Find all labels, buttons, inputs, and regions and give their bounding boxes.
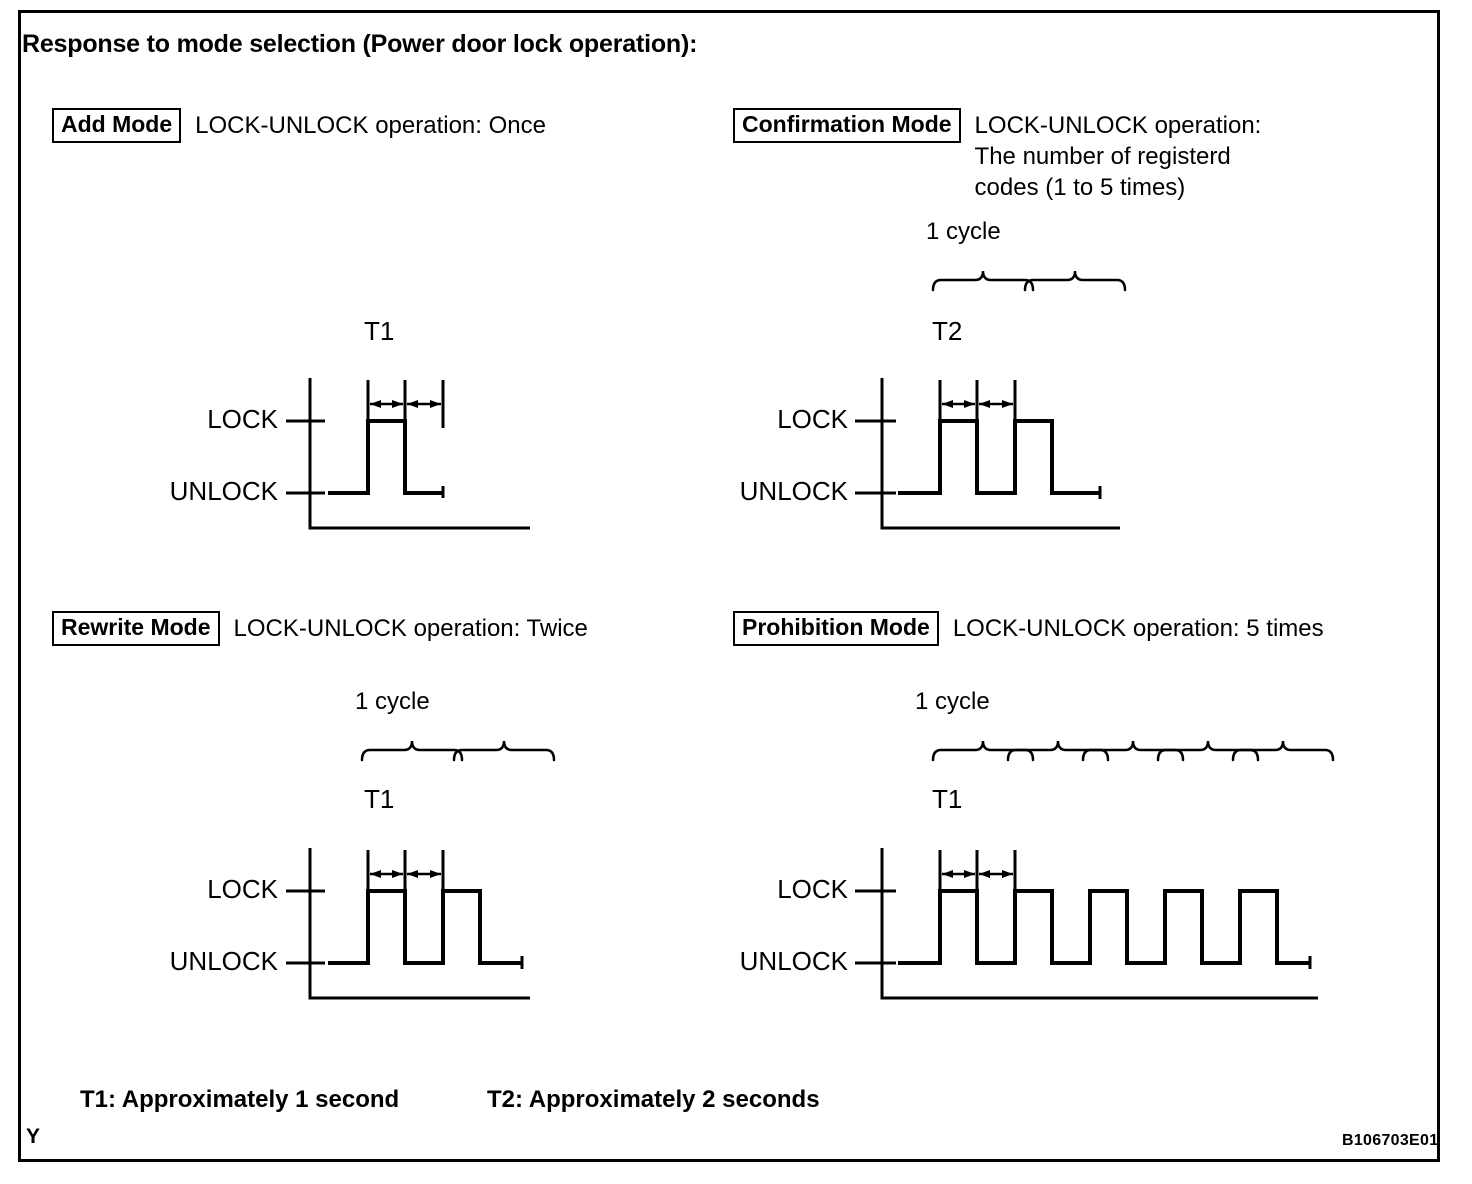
waveform-chart-add: T1 LOCK UNLOCK [140, 300, 540, 550]
cycle-label-confirmation: 1 cycle [926, 218, 1001, 245]
axis-label-unlock-prohibition: UNLOCK [739, 946, 848, 976]
mode-description-add: LOCK-UNLOCK operation: Once [195, 112, 546, 139]
mode-header-prohibition: Prohibition Mode LOCK-UNLOCK operation: … [733, 611, 1324, 646]
waveform-svg-add [286, 378, 530, 530]
waveform-svg-confirmation [855, 270, 1127, 530]
waveform-chart-rewrite: 1 cycle T1 LOCK UNLOCK [140, 688, 560, 1018]
axis-label-unlock-rewrite: UNLOCK [169, 946, 278, 976]
mode-description-prohibition: LOCK-UNLOCK operation: 5 times [952, 615, 1324, 642]
time-label-rewrite: T1 [364, 784, 395, 814]
axis-label-lock-prohibition: LOCK [777, 874, 848, 904]
page-title: Response to mode selection (Power door l… [22, 30, 698, 58]
footnote-t2: T2: Approximately 2 seconds [487, 1086, 820, 1113]
footnote-t1: T1: Approximately 1 second [80, 1086, 400, 1113]
mode-tag-prohibition: Prohibition Mode [733, 611, 939, 646]
mode-description-confirmation: LOCK-UNLOCK operation: The number of reg… [974, 112, 1262, 202]
waveform-svg-rewrite [286, 740, 556, 1000]
mode-tag-rewrite: Rewrite Mode [52, 611, 220, 646]
corner-mark-y: Y [26, 1125, 41, 1148]
time-label-prohibition: T1 [932, 784, 963, 814]
axis-label-lock-add: LOCK [207, 404, 278, 434]
mode-description-rewrite: LOCK-UNLOCK operation: Twice [233, 615, 588, 642]
axis-label-unlock-confirmation: UNLOCK [739, 476, 848, 506]
waveform-svg-prohibition [855, 740, 1335, 1000]
time-label-add: T1 [364, 316, 395, 346]
mode-header-rewrite: Rewrite Mode LOCK-UNLOCK operation: Twic… [52, 611, 588, 646]
mode-tag-confirmation: Confirmation Mode [733, 108, 961, 143]
diagram-frame [18, 10, 1440, 1162]
cycle-brace-group-prohibition [931, 740, 1335, 762]
mode-header-confirmation: Confirmation Mode LOCK-UNLOCK operation:… [733, 108, 1261, 204]
waveform-chart-prohibition: 1 cycle T1 LOCK UNLOCK [700, 688, 1340, 1018]
mode-header-add: Add Mode LOCK-UNLOCK operation: Once [52, 108, 546, 143]
mode-tag-add: Add Mode [52, 108, 182, 143]
image-code: B106703E01 [1342, 1132, 1439, 1149]
axis-label-unlock-add: UNLOCK [169, 476, 278, 506]
cycle-label-prohibition: 1 cycle [915, 688, 990, 715]
time-label-confirmation: T2 [932, 316, 963, 346]
axis-label-lock-confirmation: LOCK [777, 404, 848, 434]
axis-label-lock-rewrite: LOCK [207, 874, 278, 904]
cycle-brace-group-confirmation [931, 270, 1127, 292]
cycle-label-rewrite: 1 cycle [355, 688, 430, 715]
waveform-chart-confirmation: 1 cycle T2 LOCK UNLOCK [700, 218, 1140, 548]
cycle-brace-group-rewrite [360, 740, 556, 762]
